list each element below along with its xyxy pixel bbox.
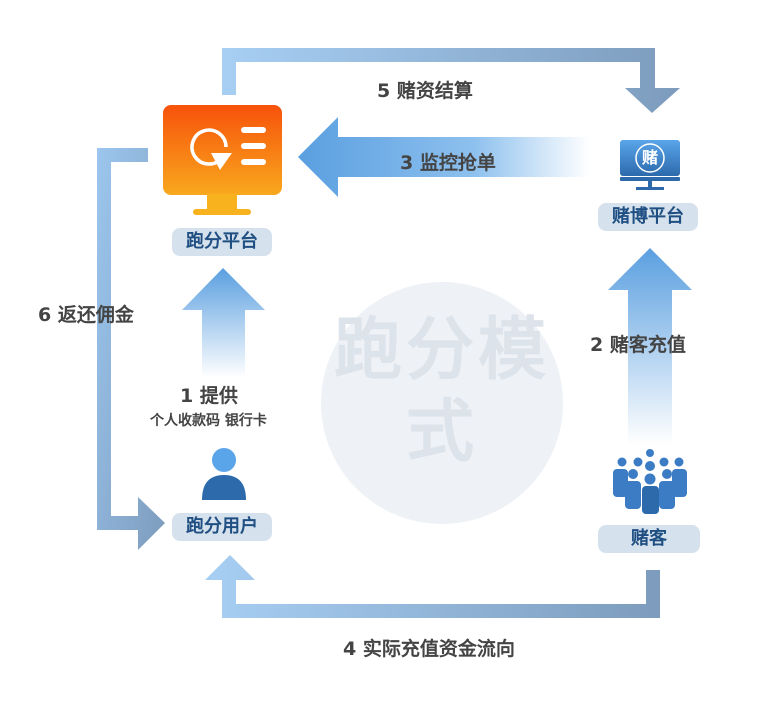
platform-monitor-icon <box>163 105 282 215</box>
step-1-label: 1 提供 <box>180 385 238 407</box>
gambler-label: 赌客 <box>598 525 700 553</box>
arrow-5-settlement <box>222 48 680 113</box>
gambling-icon-char: 赌 <box>641 148 658 167</box>
step-5-label: 5 赌资结算 <box>377 80 473 102</box>
step-3-label: 3 监控抢单 <box>400 152 496 174</box>
arrow-3-monitor <box>298 117 590 197</box>
arrow-4-funds <box>205 555 660 618</box>
user-icon <box>202 448 246 500</box>
arrow-2-recharge <box>608 248 692 445</box>
gamblers-group-icon <box>613 449 687 514</box>
gambling-monitor-icon <box>620 140 680 190</box>
background-circle <box>321 282 563 524</box>
step-2-label: 2 赌客充值 <box>590 334 686 356</box>
arrow-6-commission <box>97 148 165 550</box>
gambling-platform-label: 赌博平台 <box>598 203 698 231</box>
step-1-detail: 个人收款码 银行卡 <box>150 413 267 429</box>
watermark-title: 跑分模式 <box>333 311 550 472</box>
user-label: 跑分用户 <box>172 513 272 541</box>
step-4-label: 4 实际充值资金流向 <box>343 638 515 660</box>
step-6-label: 6 返还佣金 <box>38 304 134 326</box>
arrow-1-provide <box>182 268 265 378</box>
platform-label: 跑分平台 <box>172 228 272 256</box>
